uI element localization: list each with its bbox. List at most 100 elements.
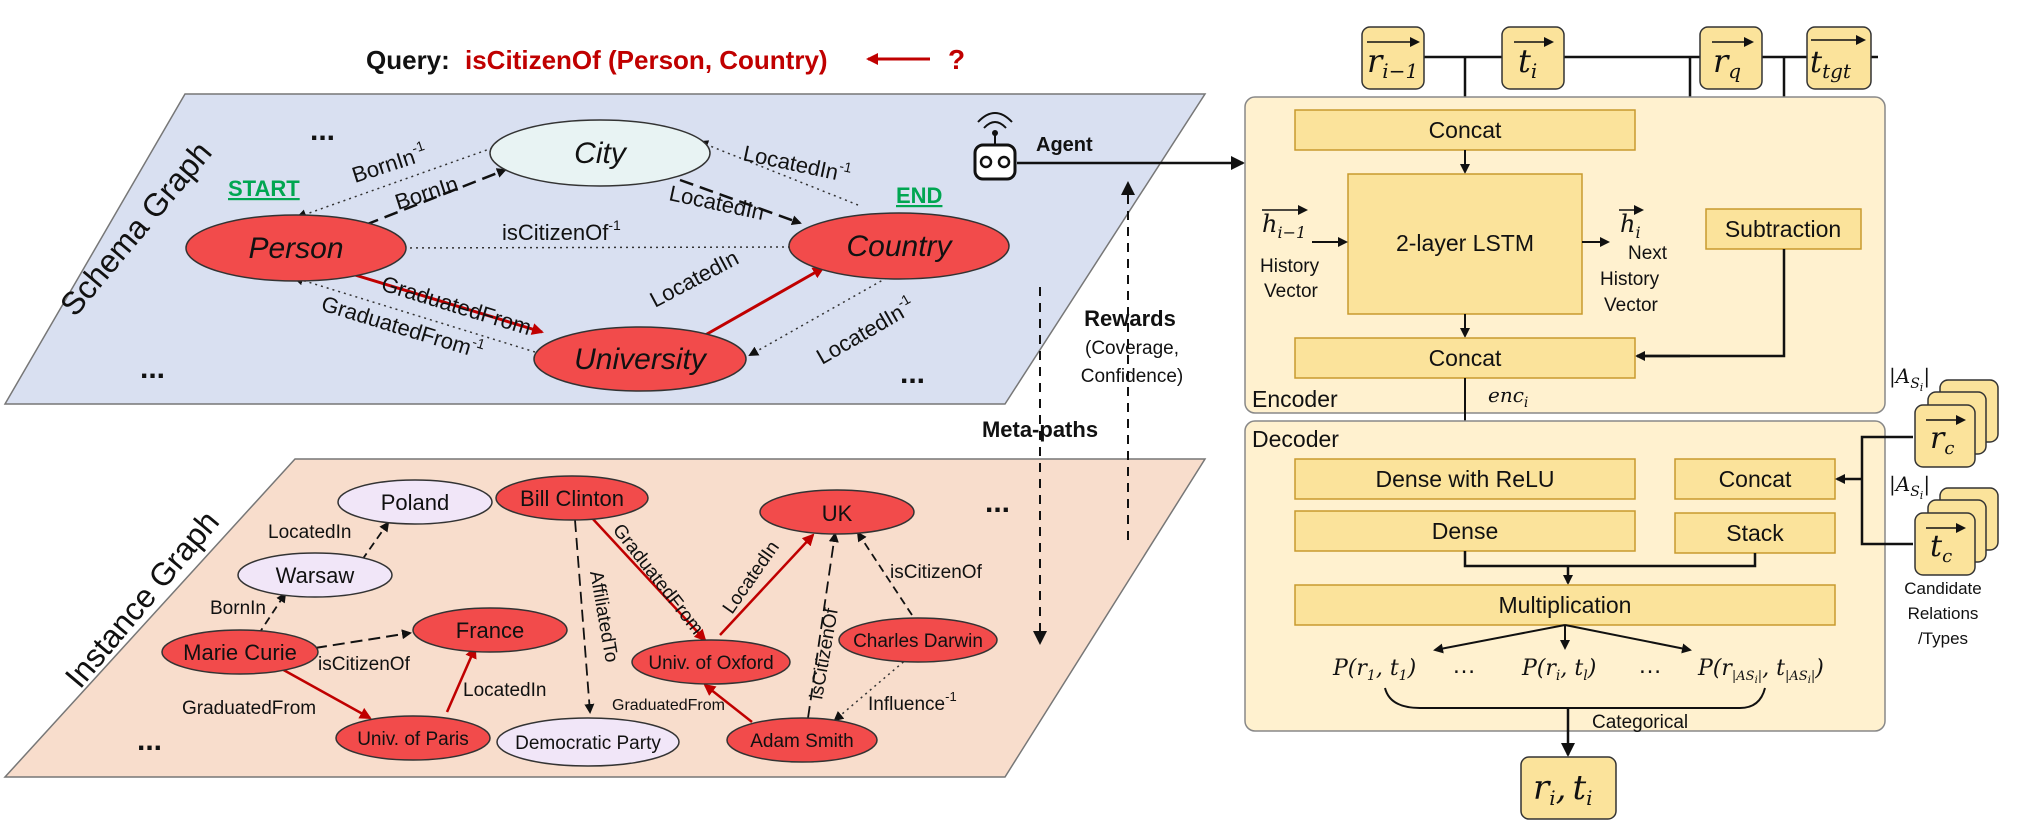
decoder-panel: Decoder Dense with ReLU Dense Concat Sta… (1244, 420, 1886, 757)
merge-line (1463, 551, 1757, 568)
agent-label: Agent (1036, 134, 1093, 156)
candidate-label-2: Relations (1908, 604, 1979, 623)
edge-locatedin-univ-inv (748, 271, 898, 356)
stack-label: Stack (1726, 520, 1784, 546)
rewards-detail-1: (Coverage, (1085, 338, 1179, 359)
edge-paris-france (445, 646, 477, 713)
enc-label: enci (1488, 383, 1528, 411)
categorical-label: Categorical (1592, 712, 1688, 733)
edge-iscitizenof-inv (383, 242, 791, 253)
schema-graph: Schema Graph START END ... ... ... BornI… (3, 93, 1207, 405)
query-line: Query: isCitizenOf (Person, Country) ? (366, 44, 965, 75)
node-charles-darwin (838, 617, 998, 663)
next-label-2: History (1600, 269, 1660, 290)
concat-bottom-box (1294, 337, 1636, 379)
node-warsaw (237, 552, 393, 598)
encoder-label: Encoder (1252, 386, 1338, 412)
edge-as-uk (807, 532, 839, 719)
dense-relu-box (1294, 458, 1636, 500)
start-label: START (228, 176, 300, 201)
instance-ellipsis-right: ... (985, 486, 1010, 519)
edge-mc-france (314, 629, 412, 649)
schema-ellipsis-left: ... (140, 352, 165, 385)
dense-label: Dense (1432, 518, 1498, 544)
lstm-label: 2-layer LSTM (1396, 230, 1534, 256)
node-university (533, 326, 747, 392)
as-count-bottom: |ASi| (1889, 472, 1930, 502)
input-ttgt: ttgt (1810, 45, 1852, 83)
prob-i: P(ri, tl) (1521, 656, 1596, 684)
edge-locatedin (679, 178, 802, 226)
node-charles-darwin-label: Charles Darwin (853, 631, 983, 652)
node-uk (759, 489, 915, 535)
node-univ-oxford (631, 639, 791, 685)
node-univ-paris-label: Univ. of Paris (357, 729, 469, 750)
node-university-label: University (574, 343, 708, 376)
node-france-label: France (456, 618, 524, 643)
node-univ-paris (335, 715, 491, 761)
prob-1: P(r1, t1) (1332, 656, 1416, 684)
node-democratic-party (496, 717, 680, 767)
node-uk-label: UK (822, 501, 853, 526)
candidates-group: |ASi| rc |ASi| tc Candidate Relations /T… (1835, 364, 1999, 648)
node-bill-clinton-label: Bill Clinton (520, 486, 624, 511)
node-city (489, 119, 711, 187)
categorical-brace (1384, 687, 1766, 709)
prob-last: P(r|ASi|, t|ASi|) (1697, 656, 1824, 686)
h-prev-symbol: hi−1 (1262, 210, 1306, 242)
edge-bc-oxford (591, 517, 707, 642)
edge-locatedin-inv (698, 140, 859, 206)
input-r-prev: ri−1 (1367, 42, 1418, 83)
stack-box (1674, 512, 1836, 554)
node-marie-curie (161, 629, 319, 675)
label-influence: Influence-1 (868, 689, 957, 715)
candidate-tc: tc (1930, 529, 1952, 567)
robot-icon (973, 112, 1017, 181)
decoder-label: Decoder (1252, 426, 1339, 452)
node-person (185, 214, 407, 282)
input-rq: rq (1713, 42, 1741, 83)
candidate-bracket (1860, 435, 1913, 546)
edge-as-oxford (703, 683, 753, 723)
node-person-label: Person (248, 232, 343, 265)
node-city-label: City (574, 137, 628, 170)
node-country (788, 212, 1010, 280)
instance-graph: Instance Graph ... ... LocatedIn BornIn … (3, 458, 1207, 778)
edge-cd-uk (856, 531, 913, 616)
concat-bottom-label: Concat (1429, 345, 1502, 371)
node-bill-clinton (495, 475, 649, 521)
dense-relu-label: Dense with ReLU (1376, 466, 1555, 492)
query-unknown: ? (948, 44, 965, 75)
candidate-label-1: Candidate (1904, 579, 1982, 598)
label-graduatedfrom-mc: GraduatedFrom (182, 698, 316, 719)
history-label-2: Vector (1264, 281, 1319, 302)
node-france (412, 607, 568, 653)
history-label-1: History (1260, 256, 1320, 277)
next-label-1: Next (1628, 243, 1668, 264)
schema-plane (3, 93, 1207, 405)
multiplication-box (1294, 584, 1836, 626)
next-label-3: Vector (1604, 295, 1659, 316)
label-iscitizenof-inv: isCitizenOf-1 (502, 217, 621, 245)
node-marie-curie-label: Marie Curie (183, 640, 297, 665)
node-poland (337, 479, 493, 525)
candidate-label-3: /Types (1918, 629, 1968, 648)
as-count-top: |ASi| (1889, 364, 1930, 394)
encoder-panel: Encoder Concat 2-layer LSTM hi−1 History… (1244, 96, 1886, 460)
label-iscitizenof-mc: isCitizenOf (318, 654, 411, 675)
label-bornin-mc: BornIn (210, 598, 266, 619)
edge-warsaw-poland (361, 521, 390, 561)
output-box (1520, 756, 1617, 820)
output-label: ri,ti (1533, 768, 1593, 810)
h-next-symbol: hi (1620, 210, 1641, 242)
instance-ellipsis-left: ... (137, 724, 162, 757)
concat-decoder-label: Concat (1719, 466, 1792, 492)
label-iscitizenof-cd: isCitizenOf (890, 562, 983, 583)
prob-arrow-3 (1564, 624, 1692, 654)
subtraction-label: Subtraction (1725, 216, 1841, 242)
edge-mc-paris (279, 666, 372, 720)
prob-arrow-1 (1433, 624, 1566, 654)
prob-dots-2: … (1638, 652, 1662, 679)
schema-ellipsis-top: ... (310, 114, 335, 147)
